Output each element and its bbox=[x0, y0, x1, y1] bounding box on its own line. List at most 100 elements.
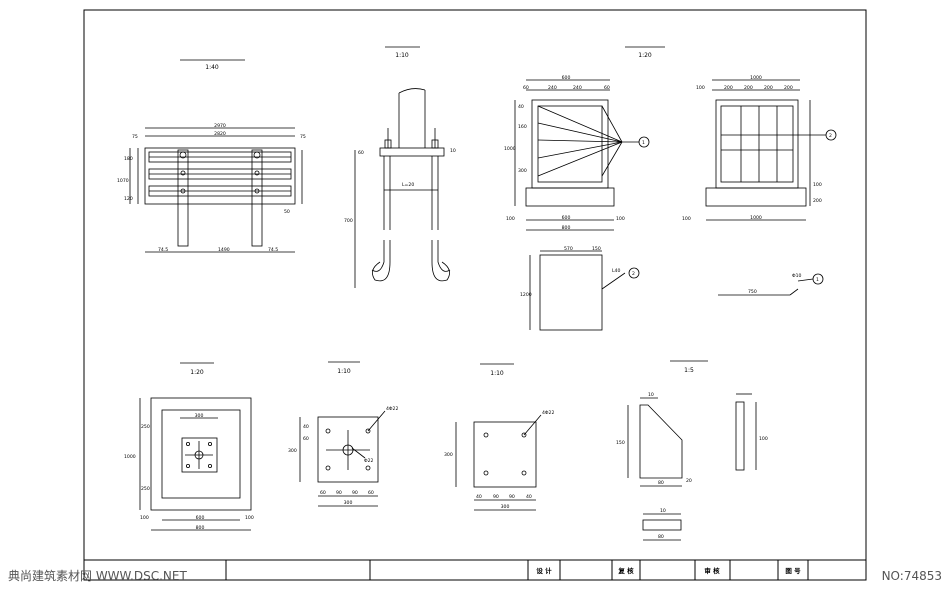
plate-b-b-total: 300 bbox=[501, 504, 510, 510]
base-plan-view: 1:20 300 250 1000 250 600 800 100 100 bbox=[124, 362, 254, 531]
side-dim-right-b: 200 bbox=[813, 198, 822, 204]
plate-b-b-b: 90 bbox=[493, 494, 499, 500]
stiffener-view: 1:5 10 150 80 20 100 10 80 bbox=[616, 360, 768, 541]
small-plate-view: 570 150 1200 L40 2 bbox=[520, 246, 640, 331]
plate-b-b-c: 90 bbox=[509, 494, 515, 500]
plate-a-view: 1:10 4Φ22 Φ22 300 40 60 60 90 90 60 300 bbox=[288, 361, 398, 507]
bp-dim-bottom-total: 800 bbox=[196, 525, 205, 531]
plate-b-b-a: 40 bbox=[476, 494, 482, 500]
watermark-left: 典尚建筑素材网 WWW.DSC.NET bbox=[8, 568, 187, 583]
rail-dim-inner: 2820 bbox=[214, 131, 226, 137]
small-plate-w: 570 bbox=[564, 246, 573, 252]
stiffener-r: 20 bbox=[686, 478, 692, 484]
side-dim-top-a: 200 bbox=[724, 85, 733, 91]
rail-dim-base-a: 50 bbox=[284, 209, 290, 215]
plate-a-center: Φ22 bbox=[364, 458, 374, 464]
rail-dim-right-end: 75 bbox=[300, 134, 306, 140]
plate-b-view: 1:10 4Φ22 300 40 90 90 40 300 bbox=[444, 363, 554, 511]
rail-dim-post-span: 1490 bbox=[218, 247, 230, 253]
bs-callout: 1 bbox=[642, 140, 645, 146]
rail-dim-left-end: 75 bbox=[132, 134, 138, 140]
side-dim-top: 1000 bbox=[750, 75, 762, 81]
rail-dim-v-c: 120 bbox=[124, 196, 133, 202]
stiffener-top: 10 bbox=[648, 392, 654, 398]
post-detail-view: 1:10 L=20 60 700 10 bbox=[344, 46, 456, 288]
base-plan-scale: 1:20 bbox=[190, 369, 204, 376]
plate-b-scale: 1:10 bbox=[490, 370, 504, 377]
bs-dim-left-a: 40 bbox=[518, 104, 524, 110]
small-bar-callout: 1 bbox=[816, 277, 819, 283]
bs-dim-top-a: 60 bbox=[523, 85, 529, 91]
title-design: 设 计 bbox=[536, 566, 552, 575]
side-dim-foot-mid: 1000 bbox=[750, 215, 762, 221]
stiffener-w: 80 bbox=[658, 480, 664, 486]
side-dim-top-d: 200 bbox=[784, 85, 793, 91]
rail-dim-v-total: 1070 bbox=[117, 178, 129, 184]
bs-dim-foot-left: 100 bbox=[506, 216, 515, 222]
side-dim-foot-left: 100 bbox=[682, 216, 691, 222]
plate-a-b-c: 90 bbox=[352, 490, 358, 496]
rail-elevation-view: 1:40 2970 2820 75 75 180 1070 120 50 74.… bbox=[117, 59, 306, 253]
watermark-right: NO:74853 bbox=[882, 569, 942, 583]
bp-dim-left-b: 250 bbox=[141, 486, 150, 492]
plate-a-l-a: 40 bbox=[303, 424, 309, 430]
plate-a-scale: 1:10 bbox=[337, 368, 351, 375]
bp-dim-bl: 100 bbox=[140, 515, 149, 521]
side-callout: 2 bbox=[829, 133, 832, 139]
bs-dim-top-d: 60 bbox=[604, 85, 610, 91]
rail-elevation-scale: 1:40 bbox=[205, 64, 219, 71]
plate-a-h: 300 bbox=[288, 448, 297, 454]
stiffener-h: 150 bbox=[616, 440, 625, 446]
stiffener-scale: 1:5 bbox=[684, 367, 694, 374]
small-bar-view: Φ10 750 1 bbox=[718, 273, 824, 296]
plate-b-b-d: 40 bbox=[526, 494, 532, 500]
bs-dim-left-total: 1000 bbox=[504, 146, 516, 152]
rail-dim-post-left: 74.5 bbox=[158, 247, 168, 253]
side-dim-top-c: 200 bbox=[764, 85, 773, 91]
small-plate-callout: 2 bbox=[632, 271, 635, 277]
small-bar-label: Φ10 bbox=[792, 273, 802, 279]
plate-a-b-d: 60 bbox=[368, 490, 374, 496]
title-block: 设 计 复 核 审 核 图 号 bbox=[83, 559, 867, 581]
plate-b-h: 300 bbox=[444, 452, 453, 458]
stiffener-base: 80 bbox=[658, 534, 664, 540]
plate-a-b-a: 60 bbox=[320, 490, 326, 496]
plate-a-b-total: 300 bbox=[344, 500, 353, 506]
side-dim-top-b: 200 bbox=[744, 85, 753, 91]
plate-a-b-b: 90 bbox=[336, 490, 342, 496]
bs-dim-top-b: 240 bbox=[548, 85, 557, 91]
title-drawing-no: 图 号 bbox=[785, 566, 801, 575]
rail-dim-overall: 2970 bbox=[214, 123, 226, 129]
bs-dim-foot-mid: 600 bbox=[562, 215, 571, 221]
plate-a-hole: 4Φ22 bbox=[386, 406, 398, 412]
bs-dim-foot-right: 100 bbox=[616, 216, 625, 222]
stiffener-thk: 10 bbox=[660, 508, 666, 514]
post-detail-scale: 1:10 bbox=[395, 52, 409, 59]
bs-dim-foot-total: 800 bbox=[562, 225, 571, 231]
post-dim-plate-a: 60 bbox=[358, 150, 364, 156]
stiffener-side-h: 100 bbox=[759, 436, 768, 442]
small-plate-w2: 150 bbox=[592, 246, 601, 252]
bp-dim-left-a: 250 bbox=[141, 424, 150, 430]
base-section-scale: 1:20 bbox=[638, 52, 652, 59]
plate-a-l-b: 60 bbox=[303, 436, 309, 442]
post-dim-rod: L=20 bbox=[402, 182, 414, 188]
rail-dim-post-right: 74.5 bbox=[268, 247, 278, 253]
bp-dim-bottom-inner: 600 bbox=[196, 515, 205, 521]
small-bar-len: 750 bbox=[748, 289, 757, 295]
plate-b-hole: 4Φ22 bbox=[542, 410, 554, 416]
base-section-view: 1:20 600 60 240 240 60 1 40 160 1000 300… bbox=[504, 46, 665, 231]
rail-dim-v-b: 180 bbox=[124, 156, 133, 162]
bs-dim-left-b: 160 bbox=[518, 124, 527, 130]
bs-dim-left-c: 300 bbox=[518, 168, 527, 174]
bp-dim-left-total: 1000 bbox=[124, 454, 136, 460]
bs-dim-top-c: 240 bbox=[573, 85, 582, 91]
post-dim-depth: 700 bbox=[344, 218, 353, 224]
bp-dim-br: 100 bbox=[245, 515, 254, 521]
title-check: 复 核 bbox=[617, 566, 634, 575]
title-review: 审 核 bbox=[704, 566, 720, 575]
small-plate-h: 1200 bbox=[520, 292, 532, 298]
bs-dim-top: 600 bbox=[562, 75, 571, 81]
